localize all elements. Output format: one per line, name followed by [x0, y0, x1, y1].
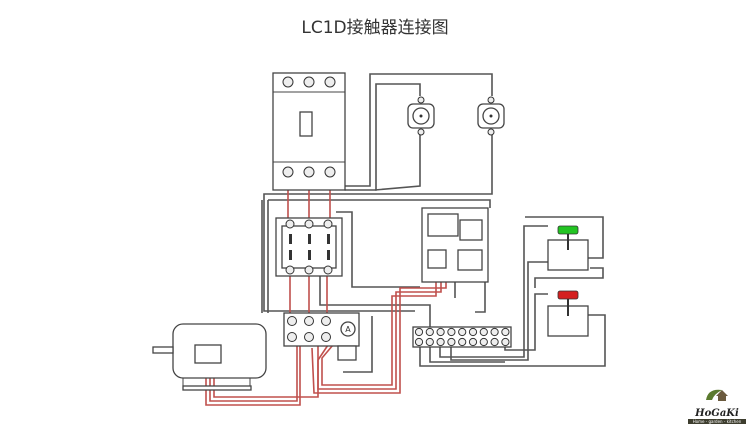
thermal-relay [421, 207, 489, 283]
strip-terminal [447, 327, 456, 337]
strip-terminal [468, 327, 478, 337]
start-button[interactable] [547, 225, 589, 271]
strip-terminal [436, 327, 445, 337]
diagram-title: LC1D接触器连接图 [301, 18, 449, 38]
terminal-strip [412, 326, 512, 348]
motor [152, 323, 267, 391]
motor-junction-box [194, 344, 222, 364]
strip-terminal [414, 327, 424, 337]
strip-terminal [501, 327, 510, 337]
stop-button[interactable] [547, 290, 589, 337]
breaker-switch [299, 111, 313, 137]
strip-terminal [501, 337, 510, 347]
strip-terminal [490, 327, 499, 337]
terminal-block-power [283, 312, 360, 361]
strip-terminal [479, 327, 488, 337]
indicator-lamp-1 [407, 96, 435, 136]
strip-terminal [458, 327, 467, 337]
strip-terminal [490, 337, 499, 347]
strip-terminal [425, 337, 434, 347]
house-leaf-icon [706, 389, 728, 401]
strip-terminal [414, 337, 424, 347]
indicator-lamp-2 [477, 96, 505, 136]
ammeter [340, 321, 356, 337]
circuit-breaker [272, 72, 346, 191]
logo: HoGaKi Home - garden - kitchen [688, 384, 746, 424]
control-wires [261, 73, 606, 373]
strip-terminal [425, 327, 434, 337]
strip-terminal [436, 337, 445, 347]
strip-terminal [447, 337, 456, 347]
contactor [275, 217, 343, 277]
strip-terminal [468, 337, 478, 347]
strip-terminal [479, 337, 488, 347]
strip-terminal [458, 337, 467, 347]
ammeter-label: A [345, 325, 351, 334]
